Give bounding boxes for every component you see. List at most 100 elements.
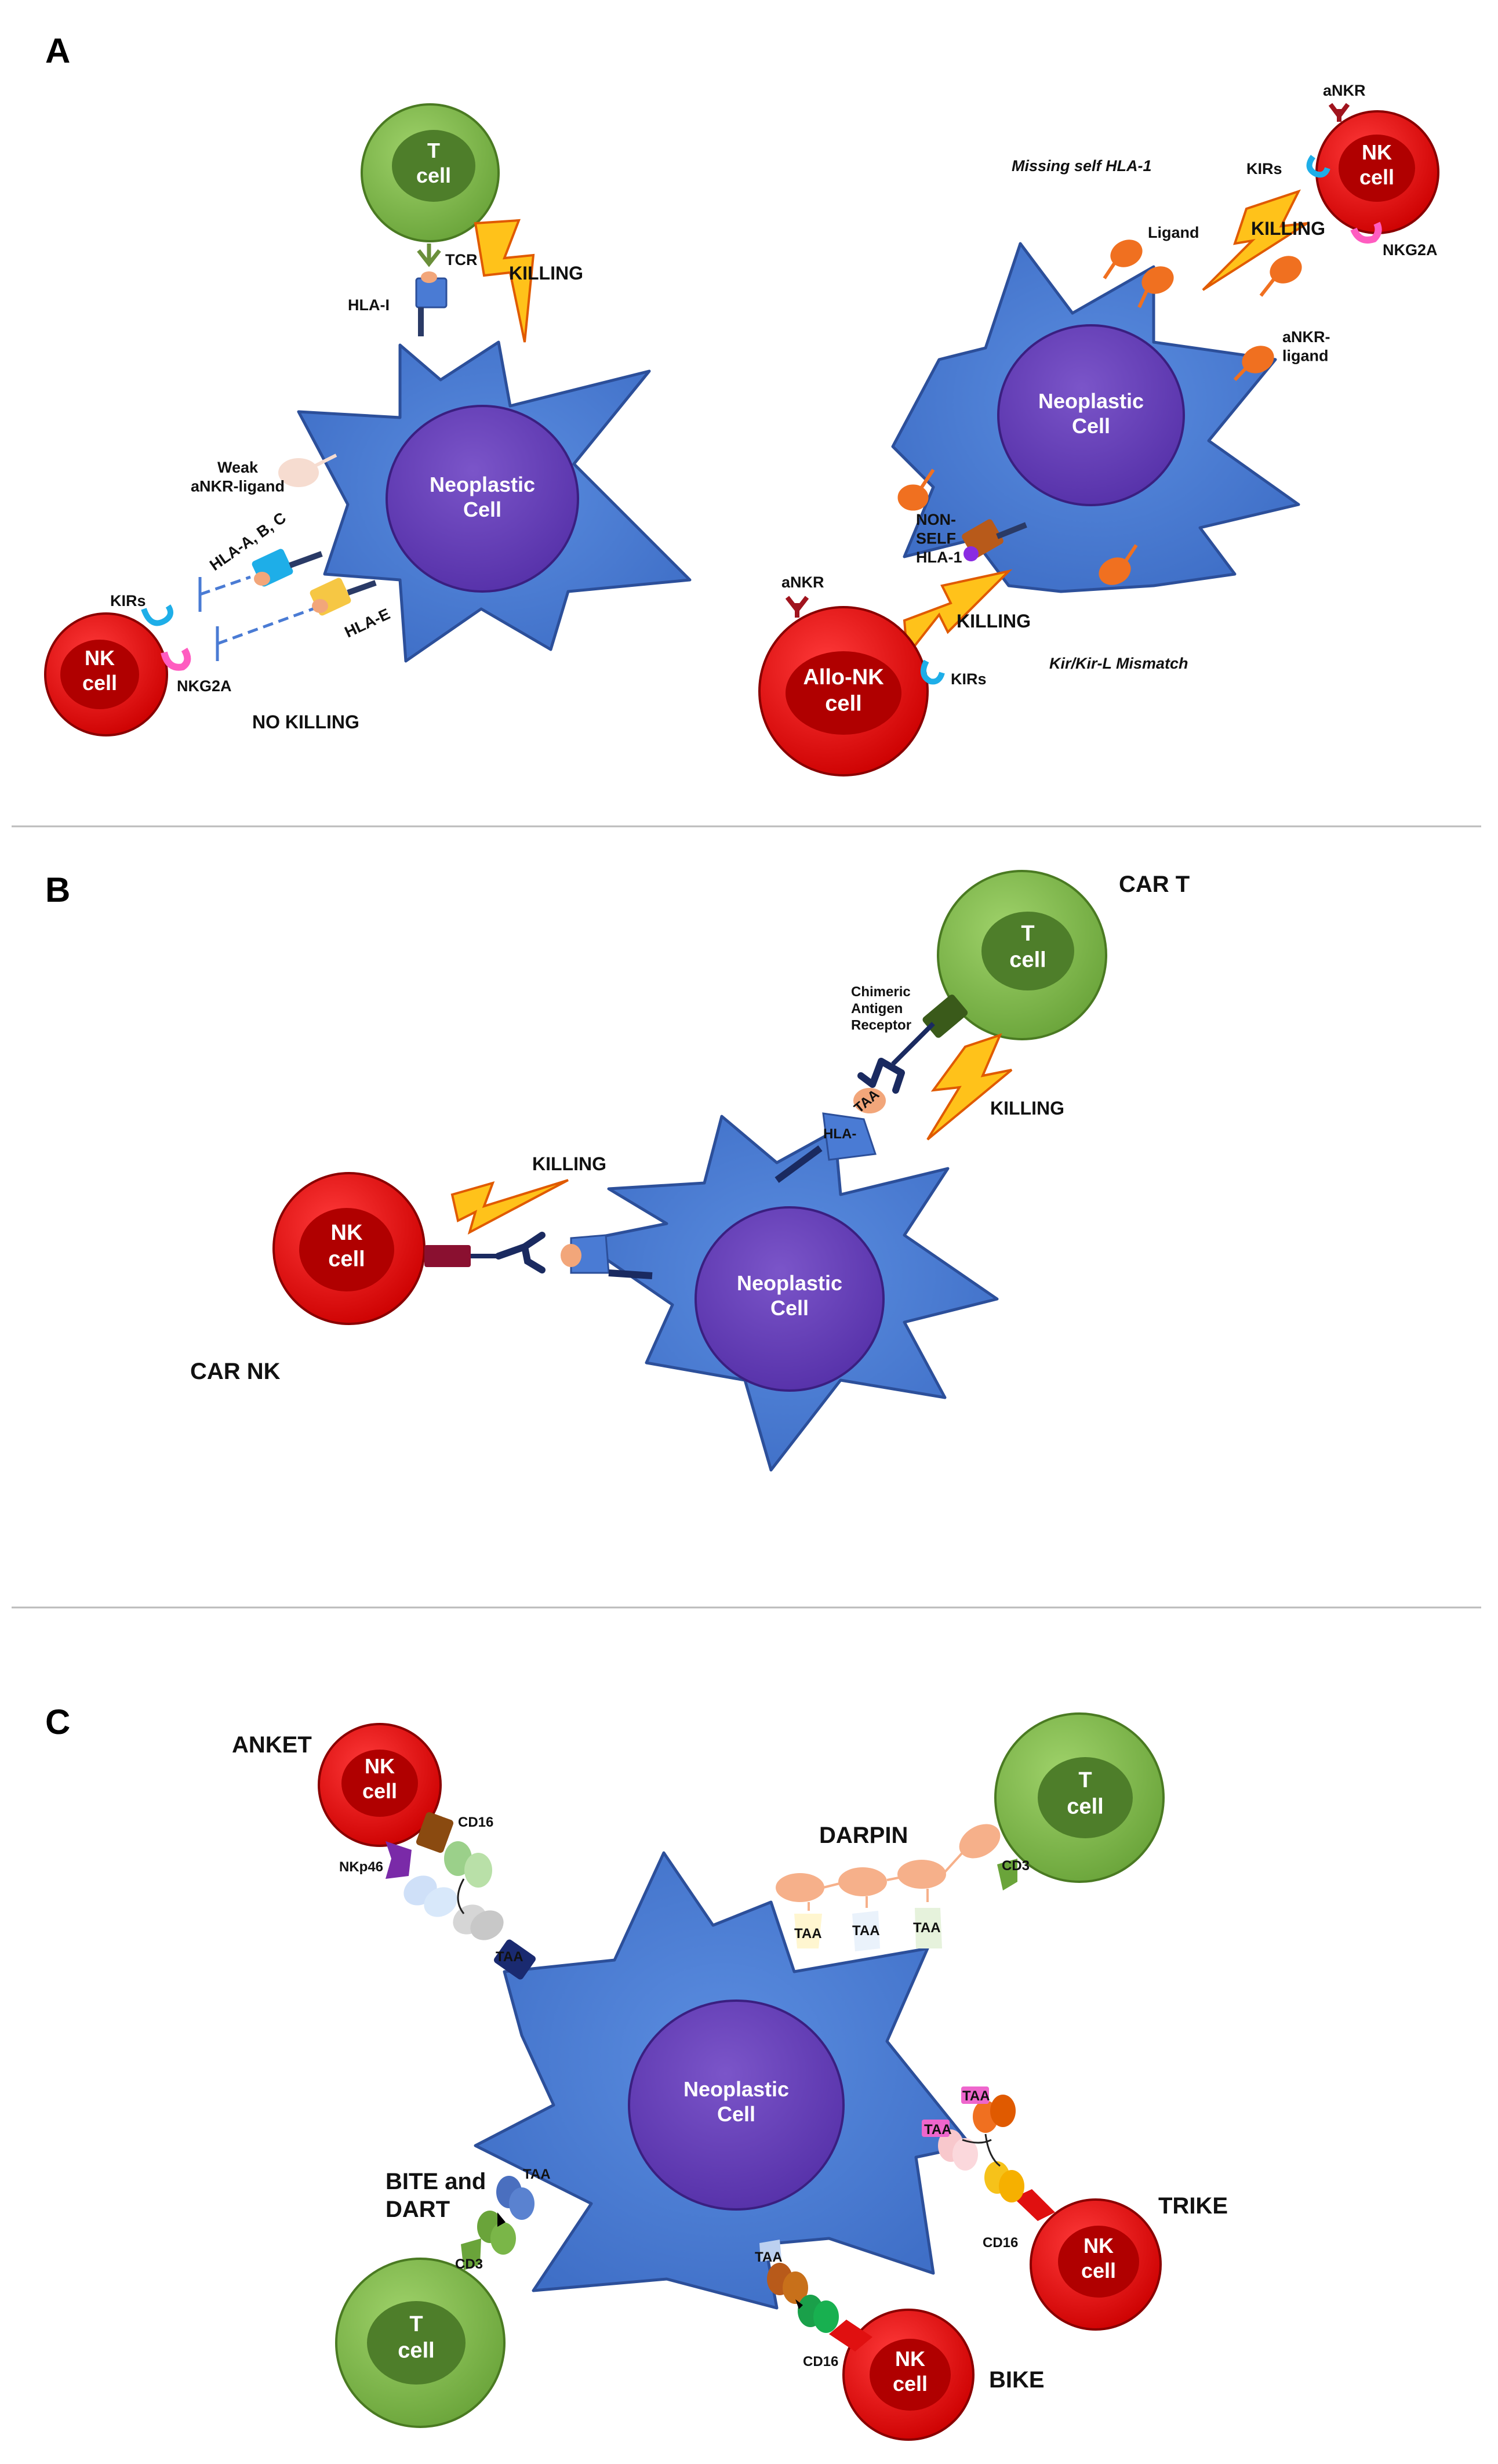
hla-i-label: HLA-I <box>348 296 390 314</box>
ankr-label: aNKR <box>781 574 824 591</box>
hla-abc-molecule <box>252 549 323 587</box>
cd16-receptor <box>1013 2189 1055 2221</box>
cd16-label: CD16 <box>803 2354 838 2369</box>
anket-label: ANKET <box>232 1732 312 1758</box>
cd3-receptor <box>997 1859 1017 1890</box>
peptide <box>421 271 437 283</box>
killing-bolt <box>926 1033 1013 1141</box>
bike-antibody <box>767 2263 839 2333</box>
inhibition-line-1 <box>199 575 251 596</box>
car-linker <box>891 1022 935 1066</box>
taa-antigen <box>494 1939 536 1980</box>
killing-bolt <box>450 1179 569 1235</box>
car-receptor <box>424 1245 471 1267</box>
tcr-label: TCR <box>445 251 478 268</box>
taa-label: TAA <box>962 2088 990 2104</box>
killing-bolt <box>1202 189 1308 291</box>
non-self-stalk <box>996 522 1027 539</box>
panel-a-label: A <box>45 31 70 70</box>
ankr-ligands <box>897 239 1302 585</box>
taa-antigen <box>961 2086 989 2104</box>
kirs-receptor <box>141 604 173 626</box>
car-t-label: CAR T <box>1119 872 1190 897</box>
taa-label: TAA <box>794 1926 822 1942</box>
killing-label: KILLING <box>957 611 1031 632</box>
inhibition-line-2 <box>217 607 314 645</box>
cd3-receptor <box>461 2238 481 2270</box>
car-antibody <box>495 1232 546 1273</box>
hla-label: HLA- <box>823 1126 856 1142</box>
killing-label: KILLING <box>1251 218 1325 239</box>
non-self-peptide <box>963 546 979 561</box>
hla-taa-complex <box>561 1234 653 1279</box>
hla-e-label: HLA-E <box>342 605 392 641</box>
bike-label: BIKE <box>989 2367 1045 2393</box>
taa-label: TAA <box>496 1949 523 1965</box>
cd3-label: CD3 <box>1002 1858 1030 1874</box>
ankr-receptor <box>785 596 809 618</box>
tcr-receptor <box>417 244 441 267</box>
cd3-label: CD3 <box>455 2256 483 2272</box>
taa-label: TAA <box>924 2122 952 2138</box>
nkg2a-label: NKG2A <box>1383 241 1438 259</box>
kirs-label: KIRs <box>1246 160 1282 177</box>
ankr-receptor <box>1328 103 1350 122</box>
taa-antigen <box>759 2240 781 2262</box>
weak-ligand <box>278 458 319 487</box>
bite-antibody <box>477 2176 535 2255</box>
taa-label: TAA <box>755 2249 783 2265</box>
nkp46-label: NKp46 <box>339 1859 383 1875</box>
ankr-ligand-label: aNKR-ligand <box>1282 328 1330 364</box>
trike-antibody <box>938 2095 1024 2202</box>
nkg2a-label: NKG2A <box>177 677 232 695</box>
kirs-receptor <box>920 659 945 685</box>
car-antibody <box>857 1058 905 1094</box>
car-receptor <box>922 995 968 1038</box>
mismatch-label: Kir/Kir-L Mismatch <box>1049 655 1188 672</box>
weak-ligand-stalk <box>312 453 337 469</box>
anket-antibody <box>403 1841 504 1940</box>
cd16-label: CD16 <box>983 2235 1018 2251</box>
hla-taa-complex: TAA HLA- <box>775 1087 886 1183</box>
missing-self-label: Missing self HLA-1 <box>1012 157 1152 175</box>
cd16-receptor <box>416 1812 454 1853</box>
ankr-label: aNKR <box>1323 82 1366 99</box>
taa-label: TAA <box>913 1920 941 1936</box>
panel-b-label: B <box>45 870 70 909</box>
cd16-receptor <box>829 2320 872 2351</box>
panel-c-label: C <box>45 1703 70 1741</box>
car-nk-label: CAR NK <box>190 1359 281 1384</box>
kirs-receptor <box>1306 155 1330 178</box>
